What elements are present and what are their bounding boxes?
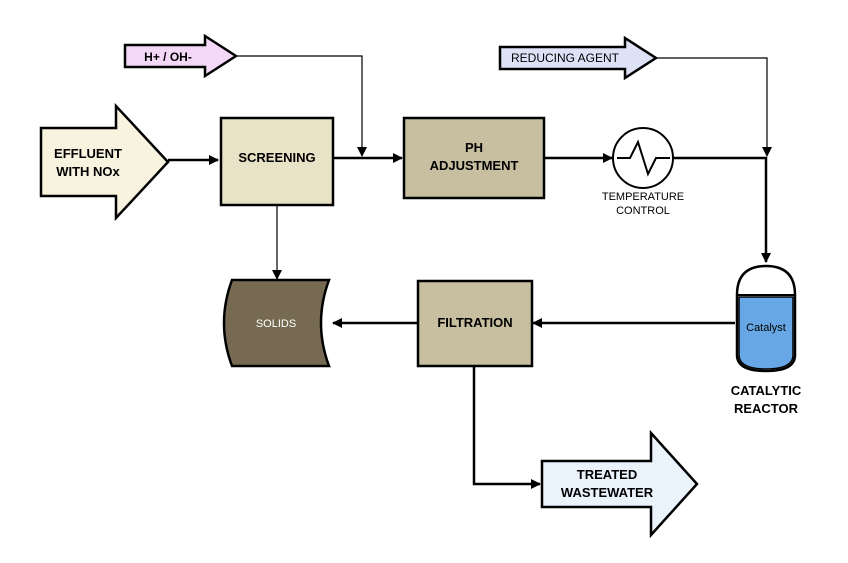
ph-adjustment-label-line1: PH xyxy=(465,140,483,155)
line-reducing-agent-to-feed xyxy=(656,57,772,157)
effluent-label-line2: WITH NOx xyxy=(56,164,120,179)
reactor-label-line2: REACTOR xyxy=(734,401,799,416)
screening-label: SCREENING xyxy=(238,150,315,165)
ph-chemical-arrow-shape xyxy=(123,33,239,79)
screening-unit: SCREENING xyxy=(219,116,335,207)
reactor-label-line1: CATALYTIC xyxy=(731,383,802,398)
filtration-label: FILTRATION xyxy=(437,315,512,330)
temperature-control: TEMPERATURE CONTROL xyxy=(602,127,684,217)
ph-adjustment-unit: PH ADJUSTMENT xyxy=(402,116,546,200)
reducing-agent-label: REDUCING AGENT xyxy=(511,51,620,65)
line-chem-to-ph xyxy=(236,55,367,157)
solids-label: SOLIDS xyxy=(256,318,296,330)
ph-adjustment-label-line2: ADJUSTMENT xyxy=(430,158,519,173)
filtration-box xyxy=(416,279,534,368)
treated-wastewater-label-line1: TREATED xyxy=(577,467,637,482)
treated-wastewater-arrow-shape xyxy=(540,429,699,539)
effluent-input-arrow: EFFLUENT WITH NOx xyxy=(39,102,170,222)
catalyst-bed xyxy=(738,296,794,370)
screening-box xyxy=(219,116,335,207)
flow-lines xyxy=(168,55,772,489)
effluent-arrow-shape xyxy=(39,102,170,222)
ph-adjustment-box xyxy=(402,116,546,200)
catalyst-label: Catalyst xyxy=(746,322,786,334)
heat-exchanger-zigzag xyxy=(617,139,670,177)
temperature-control-label-line1: TEMPERATURE xyxy=(602,191,684,203)
reducing-agent-arrow-shape xyxy=(498,35,659,81)
treated-wastewater-arrow: TREATED WASTEWATER xyxy=(540,429,699,539)
temperature-control-label-line2: CONTROL xyxy=(616,205,670,217)
treated-wastewater-label-line2: WASTEWATER xyxy=(561,485,654,500)
ph-chemical-arrow: H+ / OH- xyxy=(123,33,239,79)
reducing-agent-arrow: REDUCING AGENT xyxy=(498,35,659,81)
line-filtration-to-output xyxy=(472,366,541,489)
solids-storage: SOLIDS xyxy=(222,278,331,368)
ph-chemical-label: H+ / OH- xyxy=(144,50,192,64)
catalytic-reactor: Catalyst CATALYTIC REACTOR xyxy=(731,264,802,416)
solids-container xyxy=(222,278,331,368)
filtration-unit: FILTRATION xyxy=(416,279,534,368)
line-temp-to-reactor xyxy=(674,156,771,263)
effluent-label-line1: EFFLUENT xyxy=(54,146,122,161)
